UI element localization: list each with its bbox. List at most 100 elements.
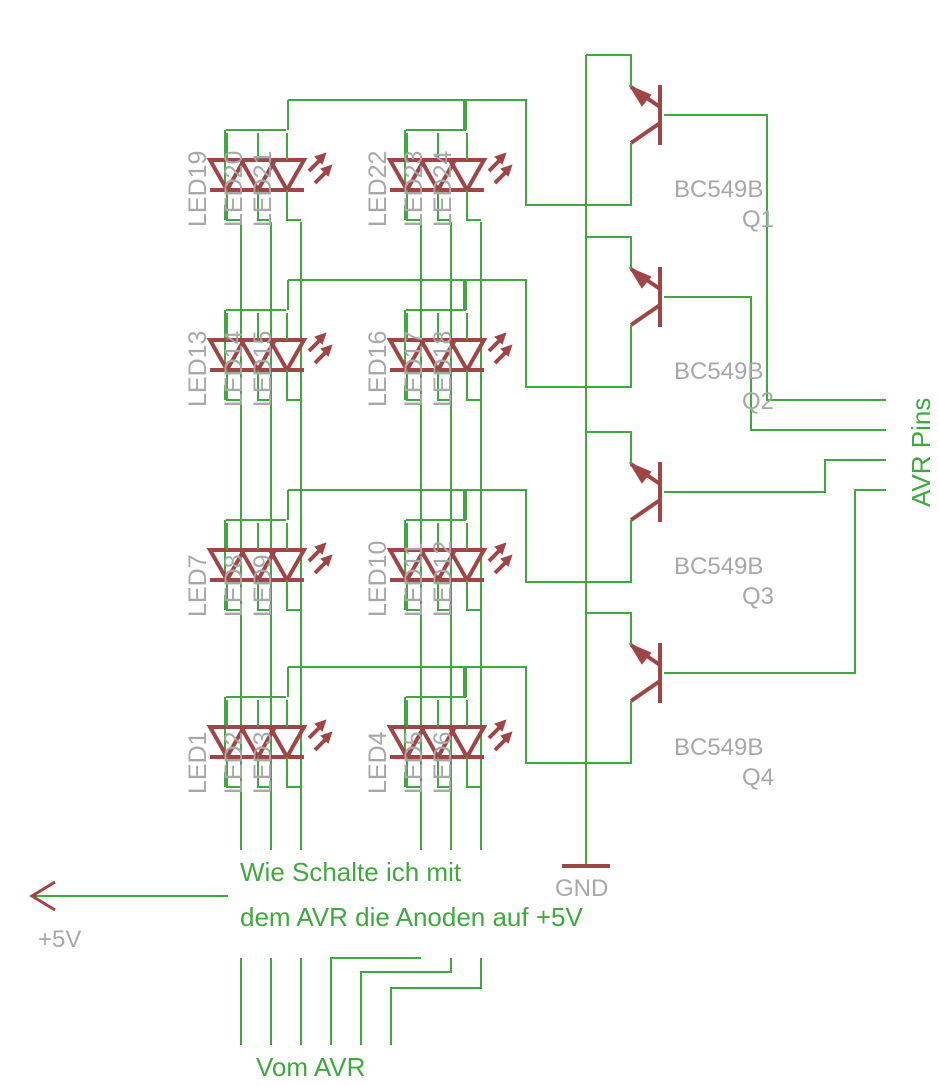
avr-line-3 [330,957,421,1045]
transistor-q4-type-label: BC549B [674,734,763,761]
led-led6: LED6 [429,700,513,794]
from-avr-label: Vom AVR [256,1052,365,1082]
transistor-q1-type-label: BC549B [674,176,763,203]
led-led12-arrow-head-2-icon [500,554,513,567]
led-led15-arrow-head-1-icon [314,332,327,345]
led-led20-label: LED20 [220,151,248,227]
led-led23: LED23 [400,133,459,227]
led-led2-label: LED2 [220,731,248,794]
led-led21-label: LED21 [249,151,277,227]
avr-line-5 [390,958,482,1045]
led-led11: LED11 [400,523,459,617]
led-led17-label: LED17 [400,331,428,407]
led-led9-arrow-head-2-icon [320,554,333,567]
transistor-q2-type-label: BC549B [674,358,763,385]
transistor-q1-name-label: Q1 [742,206,774,233]
led-led18-arrow-head-1-icon [494,332,507,345]
led-led8-label: LED8 [220,554,248,617]
base-line-q2 [690,296,886,431]
transistor-q3-emitter-arrow-icon [628,461,652,484]
transistor-q3-name-label: Q3 [742,583,774,610]
row-bus-row0 [288,99,632,206]
transistor-q2-emitter-arrow-icon [628,266,652,289]
transistor-q4: BC549B Q4 [628,613,774,791]
led-led22-label: LED22 [364,151,392,227]
led-led5-label: LED5 [400,731,428,794]
led-led10-label: LED10 [364,541,392,617]
gnd-tap-q1 [586,54,632,85]
gnd-tap-q3 [586,431,632,462]
led-led5: LED5 [400,700,459,794]
led-led15-arrow-head-2-icon [320,344,333,357]
transistor-q2-name-label: Q2 [742,388,774,415]
transistor-q3: BC549B Q3 [628,432,774,610]
avr-line-4 [360,958,452,1045]
led-led18-arrow-head-2-icon [500,344,513,357]
led-led3-label: LED3 [249,731,277,794]
led-led23-label: LED23 [400,151,428,227]
avr-pins-label: AVR Pins [906,398,936,507]
led-led10: LED10 [364,523,428,617]
led-led3-arrow-head-2-icon [320,731,333,744]
base-line-q4 [690,489,886,674]
question-line-1: Wie Schalte ich mit [240,857,462,887]
question-line-2: dem AVR die Anoden auf +5V [240,902,583,932]
led-led14: LED14 [220,313,279,407]
led-led7-label: LED7 [184,554,212,617]
led-led24-label: LED24 [429,150,457,227]
led-led15: LED15 [249,313,333,407]
led-led22: LED22 [364,133,428,227]
led-led12-label: LED12 [429,541,457,617]
led-led13-label: LED13 [184,331,212,407]
transistor-q3-collector [629,498,662,522]
led-led21-arrow-head-1-icon [314,152,327,165]
led-led1-label: LED1 [184,731,212,794]
led-led6-arrow-head-1-icon [494,719,507,732]
led-led24-arrow-head-1-icon [494,152,507,165]
led-led11-label: LED11 [400,542,428,617]
vcc-arrow-icon [29,880,228,912]
led-led24-arrow-head-2-icon [500,164,513,177]
led-led15-label: LED15 [249,331,277,407]
led-led9-label: LED9 [249,554,277,617]
led-led18-label: LED18 [429,331,457,407]
row-bus-row3 [288,666,632,764]
row-bus-row1 [288,279,632,388]
led-led13: LED13 [184,313,248,407]
transistor-q1: BC549B Q1 [628,55,774,233]
transistor-q4-emitter-arrow-icon [628,642,652,665]
led-led2: LED2 [220,700,279,794]
led-led7: LED7 [184,523,248,617]
led-led6-arrow-head-2-icon [500,731,513,744]
led-led14-label: LED14 [220,330,248,407]
led-led20: LED20 [220,133,279,227]
led-led4: LED4 [364,700,428,794]
base-line-q1 [690,114,886,401]
led-led3-arrow-head-1-icon [314,719,327,732]
transistor-q1-emitter-arrow-icon [628,84,652,107]
base-line-q3 [690,459,886,493]
led-led12-arrow-head-1-icon [494,542,507,555]
led-led16: LED16 [364,313,428,407]
transistor-q2-collector [629,303,662,327]
led-led9: LED9 [249,523,333,617]
vcc-label: +5V [38,926,81,953]
row-bus-row2 [288,489,632,583]
led-led17: LED17 [400,313,459,407]
led-led16-label: LED16 [364,331,392,407]
gnd-tap-q4 [586,612,632,643]
led-led19-label: LED19 [184,151,212,227]
led-led8: LED8 [220,523,279,617]
transistor-q2: BC549B Q2 [628,237,774,415]
led-led1: LED1 [184,700,248,794]
transistor-q4-name-label: Q4 [742,764,774,791]
transistor-q4-collector [629,679,662,703]
led-led12: LED12 [429,523,513,617]
led-led9-arrow-head-1-icon [314,542,327,555]
led-led3: LED3 [249,700,333,794]
transistor-q1-collector [629,121,662,145]
led-led21-arrow-head-2-icon [320,164,333,177]
transistor-q3-type-label: BC549B [674,553,763,580]
